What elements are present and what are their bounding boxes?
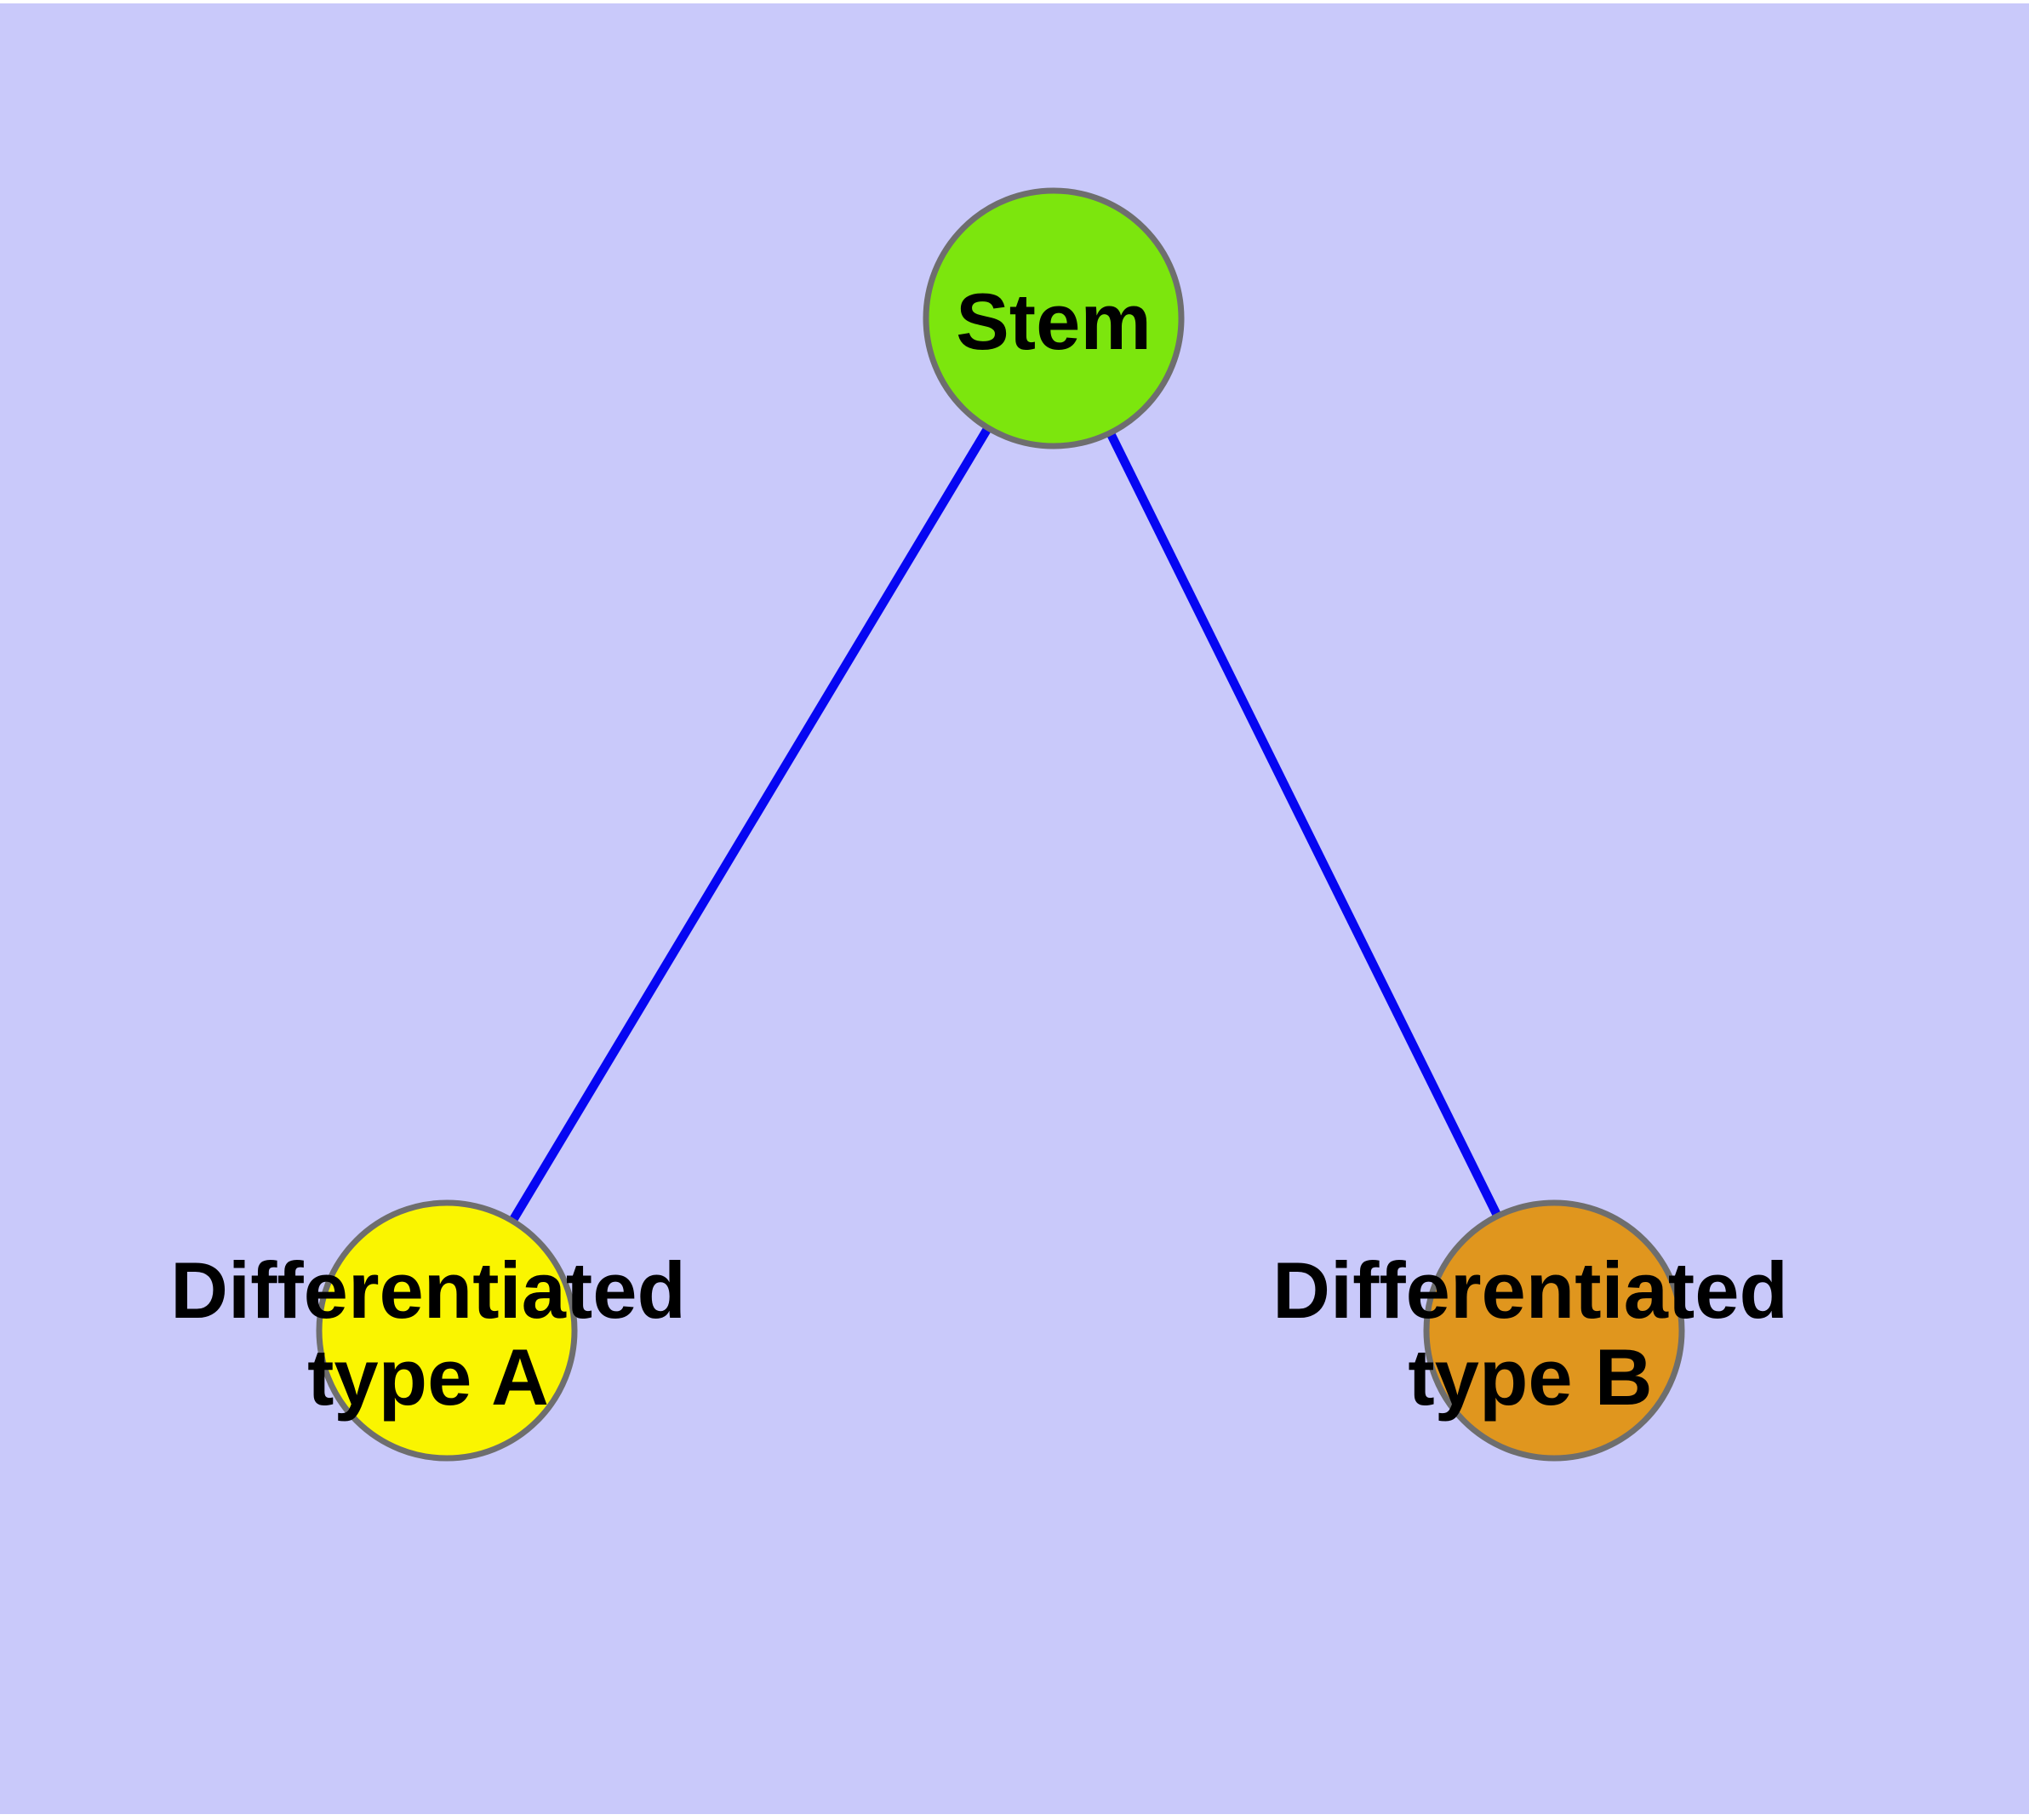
node-type-a-circle [316,1199,578,1462]
node-type-b-label-line2: type B [1408,1332,1652,1422]
node-type-b-label-line1: Differentiated [1272,1245,1788,1335]
node-type-a-label-line2: type A [307,1332,549,1422]
node-stem-label: Stem [956,277,1152,366]
edge-stem-to-type-b [1049,316,1558,1333]
node-type-a-label-line1: Differentiated [170,1245,686,1335]
node-type-b-circle [1423,1199,1685,1462]
node-stem-circle [923,187,1185,449]
edge-stem-to-type-a [443,316,1058,1333]
